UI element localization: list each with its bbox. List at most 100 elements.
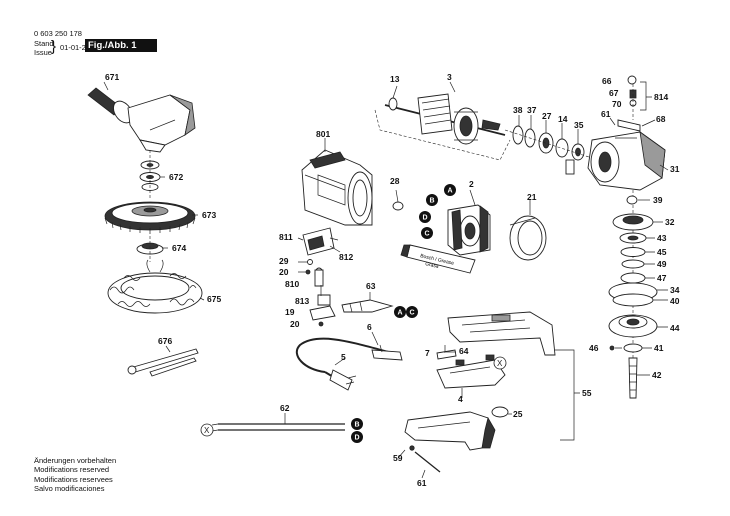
label-801: 801 bbox=[316, 129, 330, 139]
spindle-stack bbox=[608, 190, 658, 400]
label-27: 27 bbox=[542, 111, 552, 121]
label-814: 814 bbox=[654, 92, 668, 102]
label-38: 38 bbox=[513, 105, 523, 115]
marker-b-bottom: B bbox=[351, 418, 363, 430]
accessory-pin-wrench-676 bbox=[127, 348, 199, 377]
label-43: 43 bbox=[657, 233, 667, 243]
handle-lower-4 bbox=[436, 354, 506, 389]
svg-text:D: D bbox=[423, 215, 428, 222]
svg-text:X: X bbox=[497, 359, 503, 368]
motor-housing-801 bbox=[301, 149, 373, 226]
marker-d-bottom: D bbox=[351, 431, 363, 443]
brush-holder-813-19 bbox=[309, 285, 336, 327]
label-672: 672 bbox=[169, 172, 183, 182]
label-21: 21 bbox=[527, 192, 537, 202]
armature-3 bbox=[374, 93, 511, 161]
label-810: 810 bbox=[285, 279, 299, 289]
label-35: 35 bbox=[574, 120, 584, 130]
part-labels: 671 672 673 674 675 676 801 811 812 29 2… bbox=[105, 72, 680, 488]
label-675: 675 bbox=[207, 294, 221, 304]
label-39: 39 bbox=[653, 195, 663, 205]
svg-text:X: X bbox=[204, 426, 210, 435]
notes-block: Änderungen vorbehalten Modifications res… bbox=[34, 456, 116, 493]
label-46: 46 bbox=[589, 343, 599, 353]
stand-label: Stand bbox=[34, 39, 54, 48]
label-811: 811 bbox=[279, 232, 293, 242]
accessory-flange-672 bbox=[139, 150, 161, 200]
label-2: 2 bbox=[469, 179, 474, 189]
label-673: 673 bbox=[202, 210, 216, 220]
label-40: 40 bbox=[670, 296, 680, 306]
note-fr: Modifications reservees bbox=[34, 474, 113, 484]
accessory-wool-bonnet-675 bbox=[107, 259, 203, 314]
label-13: 13 bbox=[390, 74, 400, 84]
label-14: 14 bbox=[558, 114, 568, 124]
svg-text:A: A bbox=[448, 188, 453, 195]
note-es: Salvo modificaciones bbox=[34, 483, 105, 493]
label-63: 63 bbox=[366, 281, 376, 291]
label-812: 812 bbox=[339, 252, 353, 262]
marker-a-top: A bbox=[444, 184, 456, 196]
label-47: 47 bbox=[657, 273, 667, 283]
label-32: 32 bbox=[665, 217, 675, 227]
label-813: 813 bbox=[295, 296, 309, 306]
label-5: 5 bbox=[341, 352, 346, 362]
svg-text:C: C bbox=[425, 231, 430, 238]
handle-upper-55 bbox=[447, 311, 556, 356]
baffle-ring-21 bbox=[509, 215, 547, 261]
power-cord-5-6 bbox=[295, 337, 403, 391]
label-70: 70 bbox=[612, 99, 622, 109]
brace-glyph: } bbox=[51, 38, 57, 55]
bearing-set-38-37-27-14-35 bbox=[504, 125, 593, 175]
accessory-nut-674 bbox=[136, 236, 164, 262]
marker-b-top: B bbox=[426, 194, 438, 206]
issue-date: 01-01-23 bbox=[60, 43, 91, 52]
svg-text:B: B bbox=[430, 198, 435, 205]
label-31: 31 bbox=[670, 164, 680, 174]
label-66: 66 bbox=[602, 76, 612, 86]
label-68: 68 bbox=[656, 114, 666, 124]
accessory-handle-grinder-671 bbox=[87, 87, 196, 153]
marker-x-left: X bbox=[200, 423, 214, 437]
lock-button-66-67-70 bbox=[617, 75, 641, 132]
label-61b: 61 bbox=[417, 478, 427, 488]
marker-c-top: C bbox=[421, 227, 433, 239]
label-671: 671 bbox=[105, 72, 119, 82]
label-20a: 20 bbox=[279, 267, 289, 277]
figure-title: Fig./Abb. 1 bbox=[85, 39, 157, 52]
label-6: 6 bbox=[367, 322, 372, 332]
marker-a-mid: A bbox=[394, 306, 406, 318]
label-3: 3 bbox=[447, 72, 452, 82]
handle-rear-cover bbox=[404, 406, 509, 473]
label-64: 64 bbox=[459, 346, 469, 356]
label-34: 34 bbox=[670, 285, 680, 295]
label-674: 674 bbox=[172, 243, 186, 253]
label-7: 7 bbox=[425, 348, 430, 358]
label-59: 59 bbox=[393, 453, 403, 463]
marker-d-top: D bbox=[419, 211, 431, 223]
svg-text:A: A bbox=[398, 310, 403, 317]
spring-clip-63 bbox=[341, 299, 394, 313]
label-41: 41 bbox=[654, 343, 664, 353]
label-29: 29 bbox=[279, 256, 289, 266]
note-de: Änderungen vorbehalten bbox=[34, 456, 117, 465]
label-37: 37 bbox=[527, 105, 537, 115]
label-67: 67 bbox=[609, 88, 619, 98]
small-parts-29-20 bbox=[298, 259, 313, 275]
tube-text-2: Grasa bbox=[425, 261, 440, 270]
label-20b: 20 bbox=[290, 319, 300, 329]
label-61a: 61 bbox=[601, 109, 611, 119]
accessory-brush-disc-673 bbox=[104, 201, 196, 234]
leads-62 bbox=[211, 423, 345, 432]
label-44: 44 bbox=[670, 323, 680, 333]
svg-text:C: C bbox=[410, 310, 415, 317]
note-en: Modifications reserved bbox=[34, 465, 110, 475]
label-45: 45 bbox=[657, 247, 667, 257]
label-42: 42 bbox=[652, 370, 662, 380]
svg-text:D: D bbox=[355, 435, 360, 442]
label-28: 28 bbox=[390, 176, 400, 186]
label-55: 55 bbox=[582, 388, 592, 398]
label-4: 4 bbox=[458, 394, 463, 404]
